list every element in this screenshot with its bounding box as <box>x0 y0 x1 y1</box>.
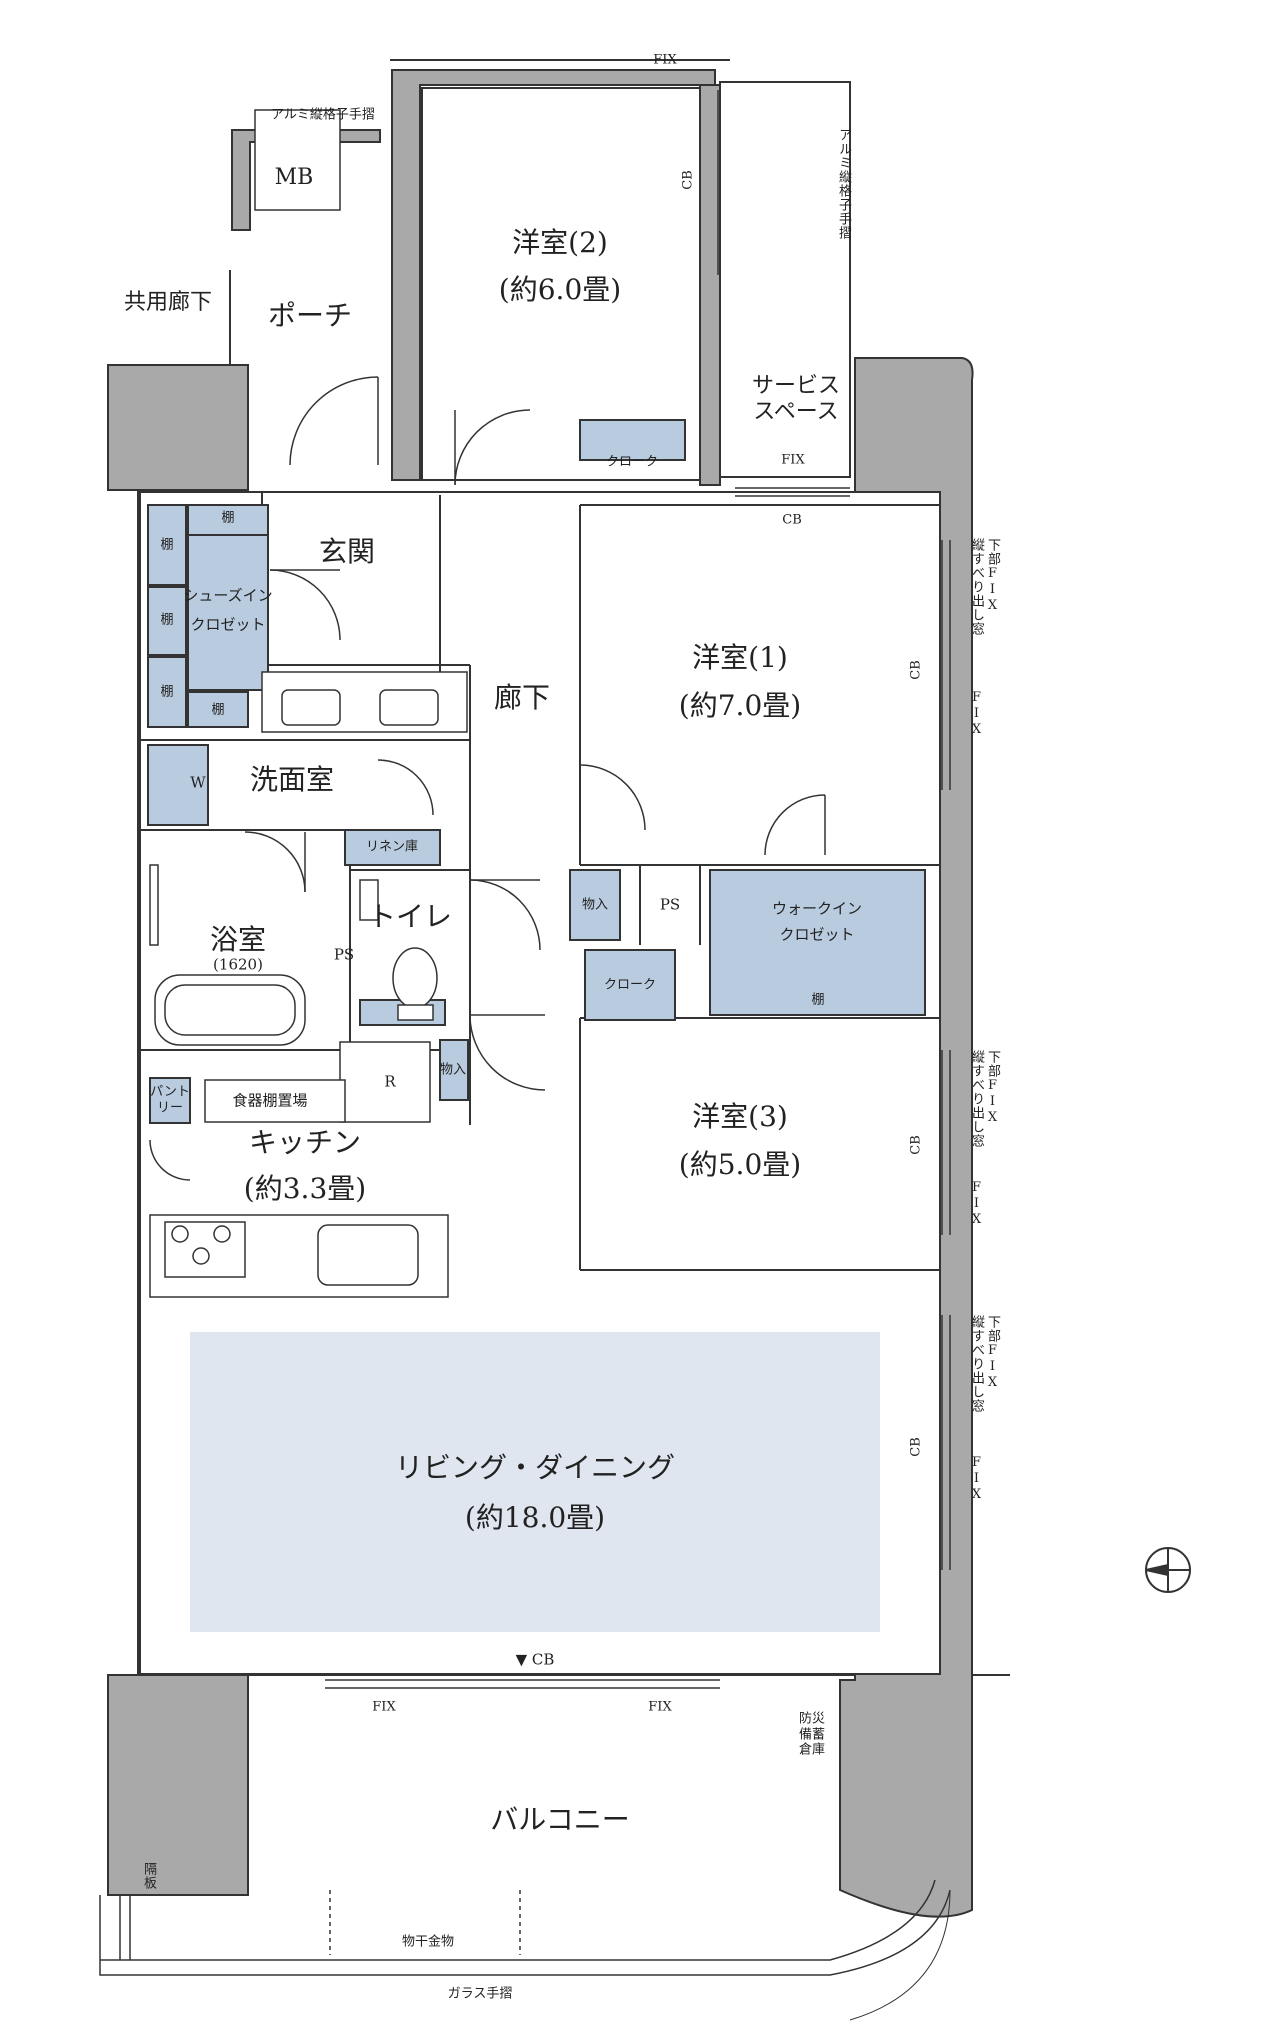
shelf-label: 棚 <box>811 992 825 1008</box>
mb-label: MB <box>274 165 314 190</box>
porch-label: ポーチ <box>267 299 353 332</box>
shelf-label: 棚 <box>221 510 235 526</box>
fix-note: FIX <box>781 452 805 468</box>
linen-label: リネン庫 <box>365 839 419 855</box>
window-note: 縦すべり出し窓 <box>969 538 984 636</box>
alum-rail-note-vertical: アルミ縦格子手摺 <box>836 128 851 240</box>
cb-note: CB <box>908 1437 924 1457</box>
window-note: 縦すべり出し窓 <box>969 1315 984 1413</box>
cb-note: CB <box>680 170 696 190</box>
entrance-label: 玄関 <box>318 535 376 568</box>
fix-vertical-note: FIX <box>969 1455 984 1503</box>
dish-shelf-label: 食器棚置場 <box>232 1091 308 1110</box>
shelf-label: 棚 <box>160 537 174 553</box>
fix-vertical-note: FIX <box>969 1180 984 1228</box>
fix-note: FIX <box>648 1699 672 1715</box>
western1-name: 洋室(1) <box>692 641 788 674</box>
bathroom-size: (1620) <box>213 955 263 974</box>
window-fix-note: 下部FIX <box>985 538 1000 614</box>
cb-marker: ▼ CB <box>515 1650 555 1669</box>
balcony-label: バルコニー <box>490 1803 630 1836</box>
glass-rail-label: ガラス手摺 <box>447 1986 513 2002</box>
storage-label: 物入 <box>439 1062 467 1078</box>
walkin-label: ウォークイン クロゼット <box>771 899 863 944</box>
storage-label: 物入 <box>581 897 609 913</box>
kitchen-name: キッチン <box>248 1126 362 1159</box>
windows <box>325 90 951 1689</box>
ps-label: PS <box>333 945 355 964</box>
compass-icon <box>1145 1547 1191 1593</box>
cloak-label: クローク <box>603 977 657 993</box>
toilet-label: トイレ <box>367 900 453 933</box>
fix-note: FIX <box>653 52 677 68</box>
common-corridor-label: 共用廊下 <box>123 290 213 315</box>
shelf-label: 棚 <box>160 684 174 700</box>
shoe-closet-label: シューズイン クロゼット <box>183 586 273 634</box>
living-size: (約18.0畳) <box>464 1501 606 1534</box>
partition-label: 隔板 <box>141 1862 156 1890</box>
doors <box>149 376 826 1181</box>
drying-hardware-label: 物干金物 <box>401 1934 455 1950</box>
pantry-label: パント リー <box>150 1084 190 1115</box>
fix-note: FIX <box>372 1699 396 1715</box>
window-fix-note: 下部FIX <box>985 1315 1000 1391</box>
balcony-rails <box>99 1879 951 2021</box>
w-label: W <box>190 773 206 792</box>
storage-fills <box>147 419 926 1124</box>
alum-rail-note: アルミ縦格子手摺 <box>271 107 375 123</box>
shelf-label: 棚 <box>160 612 174 628</box>
western3-name: 洋室(3) <box>692 1100 788 1133</box>
ps-label: PS <box>659 895 681 914</box>
service-space-label: サービス スペース <box>751 373 841 425</box>
cb-note: CB <box>908 1135 924 1155</box>
fix-vertical-note: FIX <box>969 690 984 738</box>
window-fix-note: 下部FIX <box>985 1050 1000 1126</box>
hallway-label: 廊下 <box>493 681 551 714</box>
cb-note: CB <box>782 512 802 528</box>
window-note: 縦すべり出し窓 <box>969 1050 984 1148</box>
fixtures <box>149 109 468 1298</box>
western3-size: (約5.0畳) <box>678 1148 802 1181</box>
western2-name: 洋室(2) <box>512 226 608 259</box>
disaster-storage-label: 防災 備蓄 倉庫 <box>798 1711 826 1758</box>
partitions <box>140 492 940 1271</box>
cloak-label: クローク <box>605 454 659 470</box>
western1-size: (約7.0畳) <box>678 689 802 722</box>
fridge-label: R <box>384 1072 396 1091</box>
living-name: リビング・ダイニング <box>394 1451 676 1484</box>
shelf-label: 棚 <box>211 702 225 718</box>
cb-note: CB <box>908 660 924 680</box>
bathroom-name: 浴室 <box>209 923 267 956</box>
washroom-label: 洗面室 <box>249 763 335 796</box>
kitchen-size: (約3.3畳) <box>243 1172 367 1205</box>
western2-size: (約6.0畳) <box>498 273 622 306</box>
living-fill <box>190 1332 880 1632</box>
